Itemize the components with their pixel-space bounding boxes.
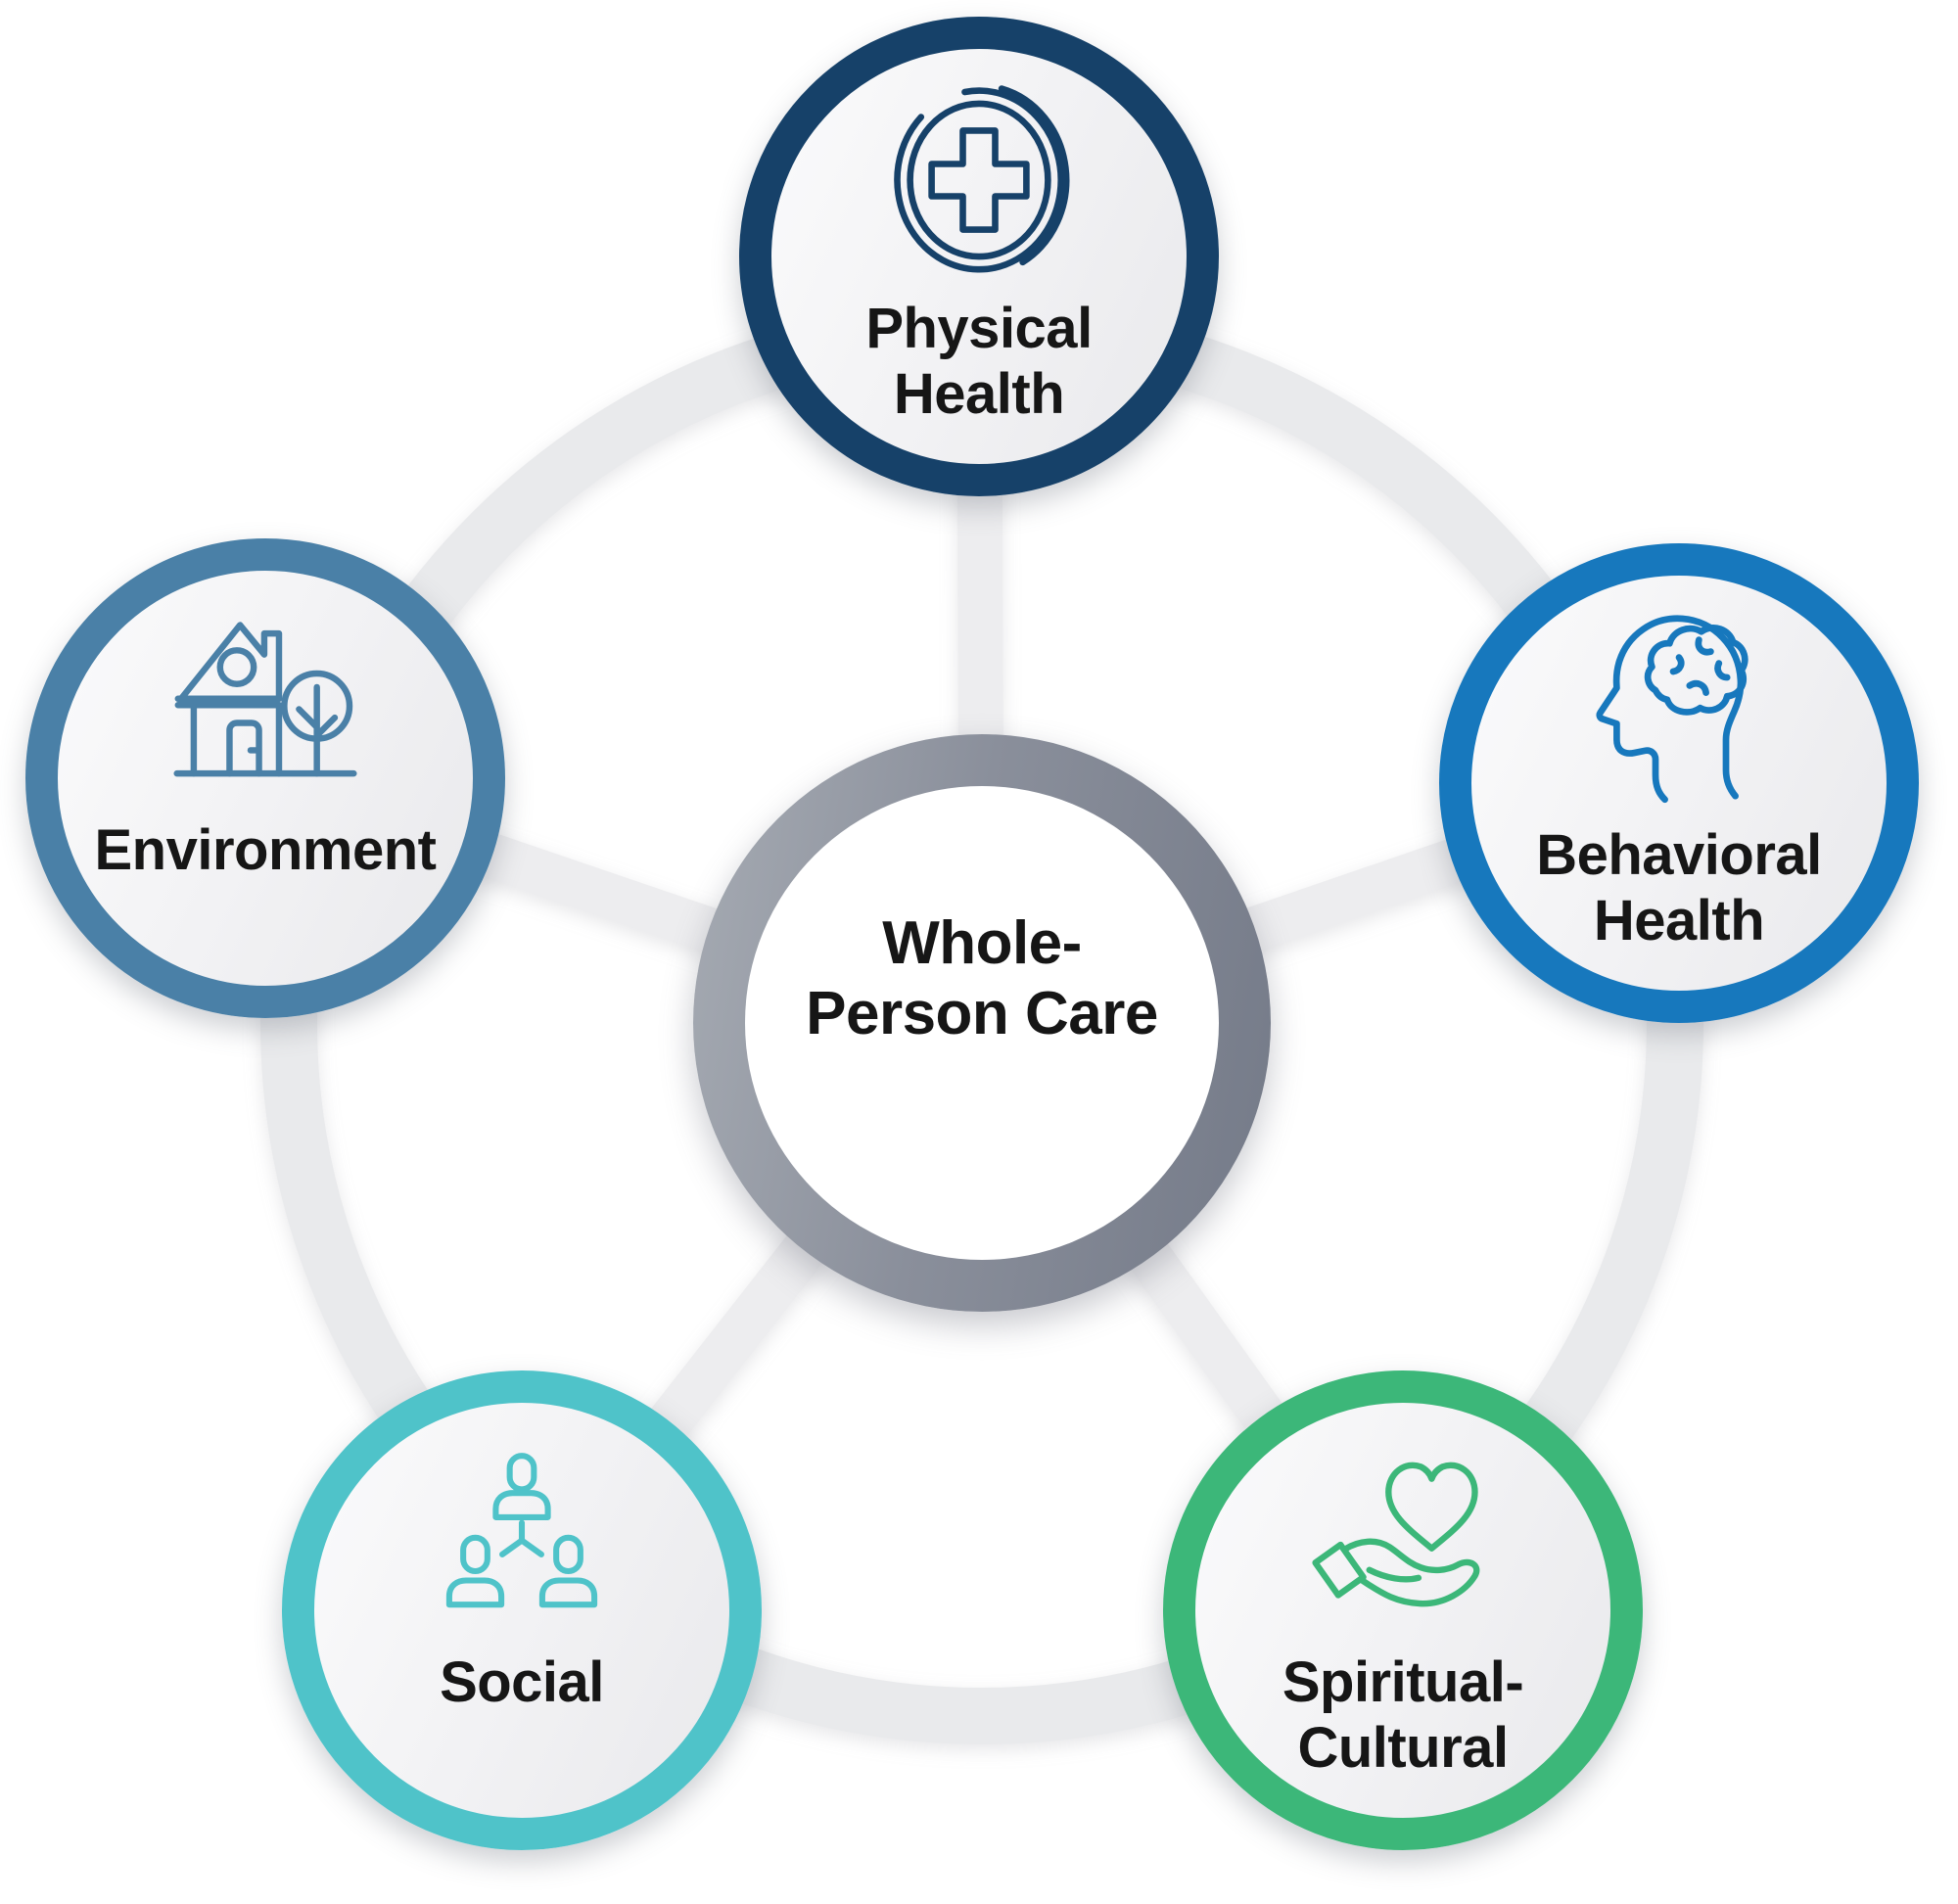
center-label-line-1: Whole-: [882, 909, 1082, 978]
node-behavioral-health: Behavioral Health: [1439, 543, 1919, 1023]
label-line-1: Environment: [94, 818, 438, 882]
node-label: Physical Health: [752, 296, 1206, 428]
label-line-2: Health: [893, 362, 1065, 427]
center-label: Whole- Person Care: [745, 908, 1219, 1049]
hand-heart-icon: [1283, 1415, 1523, 1654]
label-line-1: Social: [440, 1650, 604, 1714]
node-spiritual-cultural: Spiritual- Cultural: [1163, 1370, 1643, 1850]
label-line-1: Behavioral: [1536, 823, 1822, 887]
node-environment: Environment: [25, 538, 505, 1018]
node-physical-health: Physical Health: [739, 17, 1219, 496]
house-tree-icon: [161, 597, 371, 808]
people-network-icon: [429, 1441, 615, 1627]
node-social: Social: [282, 1370, 762, 1850]
center-node-whole-person-care: Whole- Person Care: [693, 734, 1271, 1312]
center-node-fill: Whole- Person Care: [745, 786, 1219, 1260]
node-label: Spiritual- Cultural: [1176, 1649, 1630, 1782]
node-label: Social: [295, 1649, 749, 1715]
head-brain-icon: [1562, 589, 1796, 824]
medical-cross-icon: [871, 72, 1087, 288]
label-line-1: Spiritual-: [1282, 1650, 1524, 1714]
node-label: Behavioral Health: [1452, 822, 1906, 954]
node-label: Environment: [38, 817, 492, 883]
label-line-1: Physical: [865, 297, 1093, 360]
label-line-2: Health: [1593, 889, 1765, 953]
label-line-2: Cultural: [1297, 1716, 1509, 1781]
center-label-line-2: Person Care: [806, 980, 1158, 1047]
